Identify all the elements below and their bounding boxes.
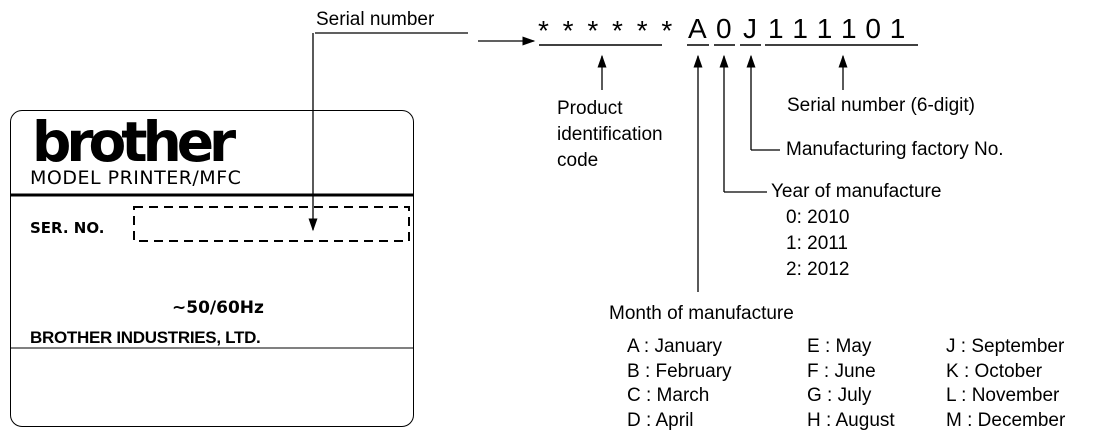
month-item: K : October bbox=[946, 360, 1043, 382]
product-id-line: code bbox=[557, 150, 599, 171]
frequency-text: ~50/60Hz bbox=[172, 298, 264, 318]
month-column-3: J : September K : October L : November M… bbox=[946, 336, 1065, 434]
factory-code-char: J bbox=[743, 13, 757, 44]
year-code-char: 0 bbox=[716, 13, 732, 44]
product-id-line: identification bbox=[557, 124, 663, 145]
month-column-1: A : January B : February C : March D : A… bbox=[627, 336, 732, 434]
serial-field-label: SER. NO. bbox=[30, 219, 105, 237]
serial-dashed-box bbox=[133, 206, 410, 242]
year-callout-title: Year of manufacture bbox=[771, 181, 942, 202]
month-item: G : July bbox=[807, 385, 872, 406]
factory-callout: Manufacturing factory No. bbox=[786, 139, 1004, 160]
month-item: C : March bbox=[627, 385, 710, 406]
year-item: 2: 2012 bbox=[786, 259, 850, 280]
month-callout-title: Month of manufacture bbox=[609, 303, 794, 324]
product-code-stars: * * * * * * bbox=[538, 15, 676, 46]
month-item: F : June bbox=[807, 360, 876, 382]
month-item: J : September bbox=[946, 336, 1065, 357]
year-item: 0: 2010 bbox=[786, 207, 850, 228]
month-item: A : January bbox=[627, 336, 723, 357]
product-label bbox=[10, 110, 414, 427]
serial-number-callout: Serial number bbox=[316, 9, 435, 30]
month-code-char: A bbox=[688, 13, 707, 44]
month-item: B : February bbox=[627, 360, 732, 382]
serial-code-digits: 1 1 1 1 0 1 bbox=[768, 13, 906, 44]
month-column-2: E : May F : June G : July H : August bbox=[807, 336, 895, 434]
model-text: MODEL PRINTER/MFC bbox=[30, 167, 242, 189]
year-list: 0: 2010 1: 2011 2: 2012 bbox=[786, 205, 849, 283]
year-item: 1: 2011 bbox=[786, 233, 848, 254]
month-item: M : December bbox=[946, 409, 1066, 431]
month-item: L : November bbox=[946, 385, 1060, 406]
product-id-callout: Product identification code bbox=[557, 96, 663, 174]
product-id-line: Product bbox=[557, 98, 623, 119]
month-item: E : May bbox=[807, 336, 872, 357]
month-item: D : April bbox=[627, 409, 694, 431]
serial-6digit-callout: Serial number (6-digit) bbox=[787, 95, 975, 116]
month-item: H : August bbox=[807, 409, 895, 431]
brand-logo: brother bbox=[32, 110, 236, 174]
manufacturer-text: BROTHER INDUSTRIES, LTD. bbox=[30, 328, 261, 347]
